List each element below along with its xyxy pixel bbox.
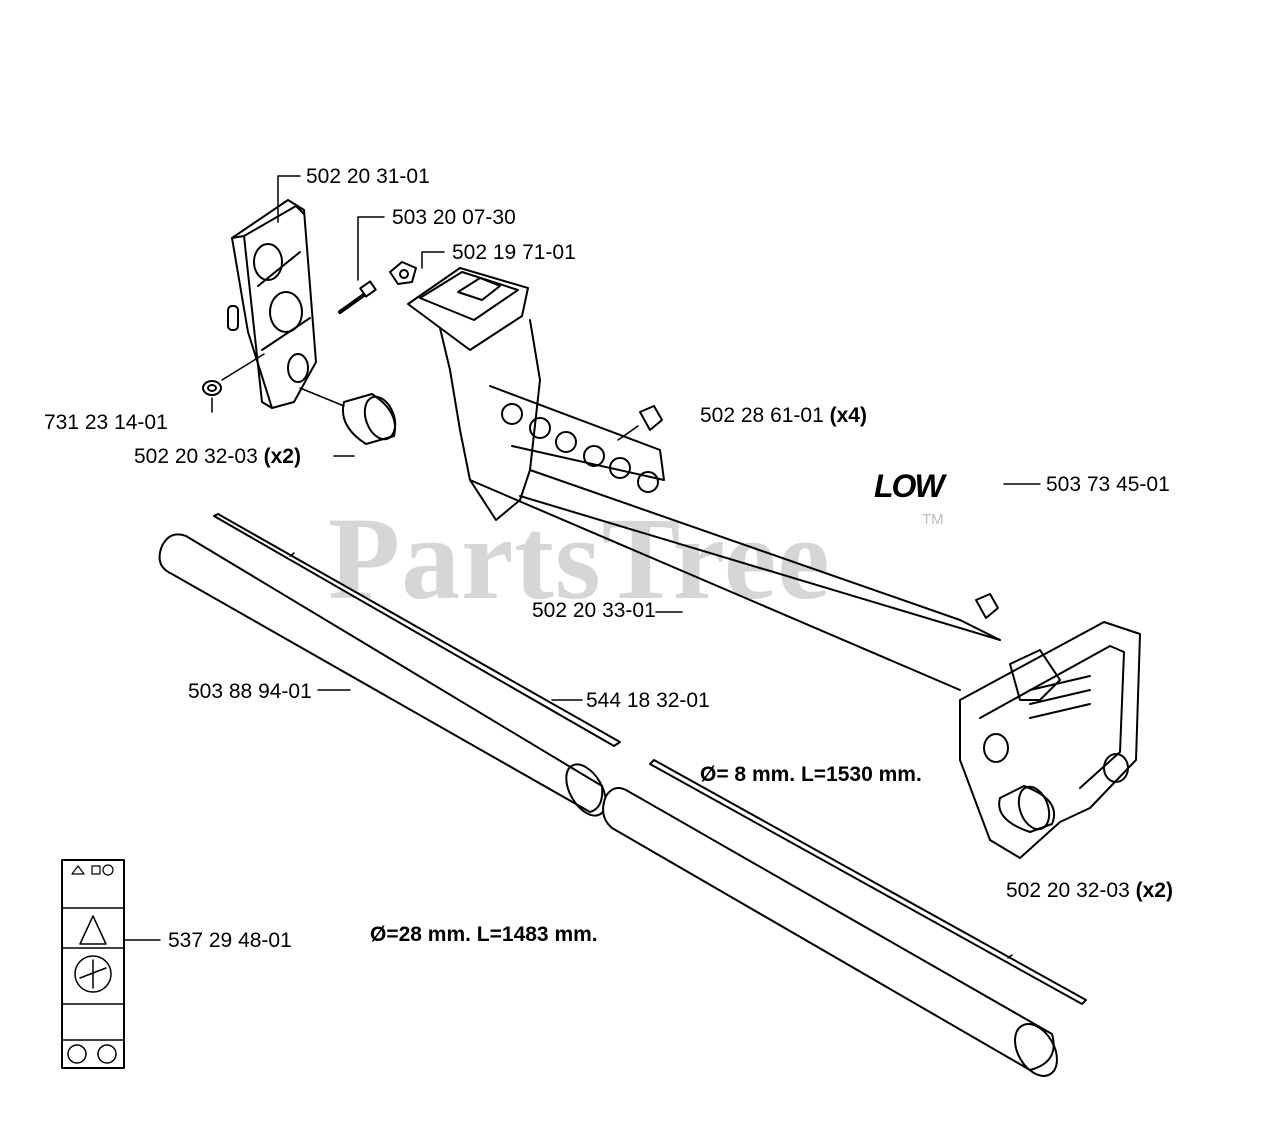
leader-line <box>277 175 301 223</box>
handle-part-drawing <box>227 199 317 409</box>
callout-label: 537 29 48-01 <box>168 929 292 952</box>
callout-label: 502 20 32-03 (x2) <box>1006 879 1173 902</box>
hex-nut-part-drawing <box>202 353 265 396</box>
nut-part-drawing <box>389 261 417 285</box>
callout-label: 502 20 33-01 <box>532 599 656 622</box>
callout-label: 502 28 61-01 (x4) <box>700 404 867 427</box>
callout-label: 502 19 71-01 <box>452 241 576 264</box>
callout-label: 544 18 32-01 <box>586 689 710 712</box>
low-logo: LOW <box>874 468 945 504</box>
bracket-part-drawing <box>407 267 1001 691</box>
screw-part-drawing <box>338 280 377 314</box>
drive-shaft-dimension: Ø= 8 mm. L=1530 mm. <box>700 763 922 786</box>
clip-part-drawing <box>639 405 999 619</box>
callout-label: 503 73 45-01 <box>1046 473 1170 496</box>
knob-part-drawing <box>299 387 397 445</box>
leader-line <box>617 425 639 441</box>
tube-dimension: Ø=28 mm. L=1483 mm. <box>370 923 598 946</box>
callout-label: 502 20 31-01 <box>306 165 430 188</box>
drive-shaft-part-drawing <box>213 513 1087 1005</box>
watermark-trademark: TM <box>922 511 944 528</box>
tube-part-drawing <box>158 533 1058 1077</box>
knob-part-drawing <box>998 785 1055 833</box>
callout-label: 503 88 94-01 <box>188 680 312 703</box>
callout-label: 731 23 14-01 <box>44 411 168 434</box>
callout-label: 503 20 07-30 <box>392 206 516 229</box>
decal-part-drawing <box>61 859 125 1069</box>
callout-label: 502 20 32-03 (x2) <box>134 445 301 468</box>
leader-line <box>357 216 385 281</box>
leader-line <box>421 251 445 269</box>
